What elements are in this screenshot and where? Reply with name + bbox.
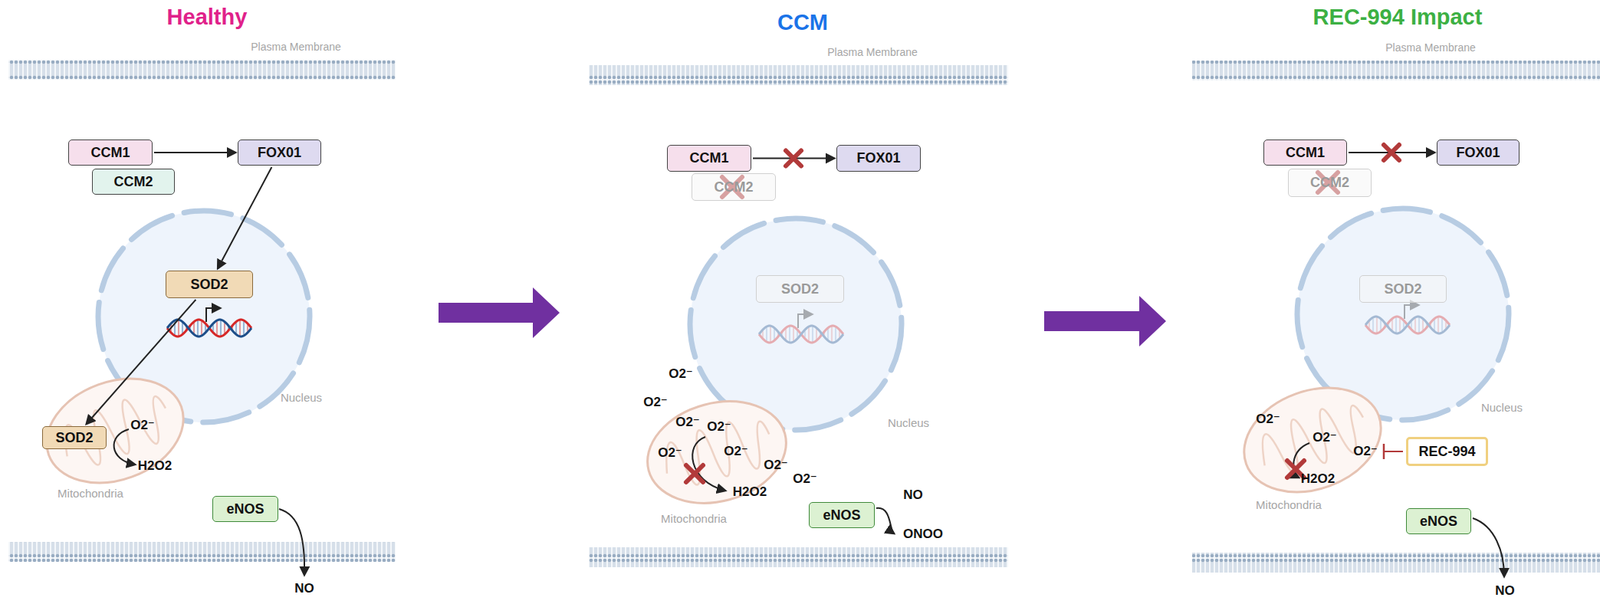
node-label: SOD2 (781, 281, 819, 298)
transition-arrow (438, 287, 560, 339)
node-label: SOD2 (190, 276, 228, 293)
arrow-connector (217, 167, 272, 269)
foxo1-box: FOX01 (1436, 139, 1520, 166)
block-cross (1383, 144, 1400, 161)
reaction-arrow (876, 508, 894, 534)
dna-helix (758, 314, 844, 343)
foxo1-box: FOX01 (237, 139, 322, 166)
molecule-label: O2⁻ (657, 444, 683, 461)
molecule-label: O2⁻ (130, 417, 155, 434)
organelle-label: Mitochondria (660, 512, 727, 526)
molecule-label: NO (294, 581, 315, 597)
molecule-label: O2⁻ (643, 394, 668, 411)
molecule-label: O2⁻ (1312, 429, 1338, 446)
enos-box: eNOS (1406, 508, 1472, 535)
organelle-label: Mitochondria (1255, 498, 1322, 512)
molecule-label: ONOO (903, 526, 943, 543)
molecule-label: O2⁻ (668, 365, 694, 382)
molecule-label: O2⁻ (1255, 410, 1281, 428)
plasma-membrane (8, 59, 396, 80)
transition-arrow (1044, 295, 1167, 347)
molecule-label: O2⁻ (675, 413, 700, 431)
mitochondrion (1229, 369, 1397, 510)
reaction-arrow (692, 436, 726, 491)
membrane-label: Plasma Membrane (1385, 41, 1476, 54)
ccm2-box: CCM2 (91, 168, 175, 195)
molecule-label: NO (903, 487, 924, 503)
membrane-label: Plasma Membrane (250, 40, 342, 53)
sod2-box: SOD2 (165, 270, 253, 299)
node-label: eNOS (226, 501, 264, 518)
organelle-label: Nucleus (280, 390, 322, 405)
molecule-label: NO (1494, 583, 1515, 599)
molecule-label: O2⁻ (723, 443, 749, 460)
reaction-arrow (114, 429, 135, 465)
mitochondrion (636, 386, 799, 518)
arrow-connector (86, 299, 197, 424)
node-label: SOD2 (1383, 281, 1422, 298)
reaction-arrow (279, 509, 305, 575)
ccm1-box: CCM1 (666, 144, 752, 172)
nucleus-outline (689, 218, 902, 431)
molecule-label: H2O2 (1301, 471, 1335, 487)
molecule-label: O2⁻ (1353, 443, 1378, 460)
panel-title: CCM (777, 9, 828, 36)
foxo1-box: FOX01 (836, 144, 921, 172)
dna-helix (1365, 305, 1450, 334)
plasma-membrane (1192, 552, 1600, 573)
inhibition-bar (1383, 443, 1386, 460)
block-cross (686, 465, 704, 483)
node-label: CCM2 (113, 174, 153, 191)
node-label: REC-994 (1418, 443, 1476, 460)
organelle-label: Mitochondria (57, 486, 124, 500)
node-label: CCM2 (713, 179, 753, 196)
node-label: FOX01 (1455, 144, 1500, 161)
dna-helix (167, 308, 252, 337)
node-label: SOD2 (55, 430, 93, 447)
sod2-box: SOD2 (755, 275, 845, 303)
plasma-membrane (588, 547, 1009, 568)
node-label: eNOS (1419, 513, 1458, 530)
molecule-label: O2⁻ (763, 456, 789, 474)
plasma-membrane (588, 65, 1009, 86)
enos-box: eNOS (808, 502, 875, 529)
molecule-label: H2O2 (732, 484, 767, 500)
enos-box: eNOS (212, 496, 279, 523)
membrane-label: Plasma Membrane (827, 45, 918, 59)
ccm2-box: CCM2 (691, 173, 776, 201)
inhibition-line (1383, 450, 1403, 453)
node-label: CCM1 (689, 150, 729, 167)
arrow-connector (154, 151, 236, 154)
organelle-label: Nucleus (1481, 400, 1523, 414)
node-label: CCM2 (1310, 174, 1350, 191)
node-label: FOX01 (257, 144, 302, 161)
panel-title: REC-994 Impact (1313, 4, 1483, 30)
plasma-membrane (1192, 60, 1600, 81)
organelle-label: Nucleus (887, 416, 930, 430)
panel-title: Healthy (167, 4, 248, 30)
ccm2-box: CCM2 (1287, 168, 1372, 198)
plasma-membrane (8, 542, 396, 562)
molecule-label: O2⁻ (792, 470, 818, 487)
drug-box: REC-994 (1406, 436, 1489, 467)
molecule-label: H2O2 (137, 458, 172, 474)
mitochondrion (32, 360, 199, 501)
node-label: CCM1 (90, 144, 130, 161)
sod2-box: SOD2 (42, 426, 107, 450)
ccm1-box: CCM1 (68, 139, 153, 166)
molecule-label: O2⁻ (706, 418, 732, 435)
sod2-box: SOD2 (1359, 275, 1447, 303)
ccm1-box: CCM1 (1263, 139, 1348, 166)
block-cross (785, 151, 802, 167)
reaction-arrow (1472, 518, 1505, 577)
node-label: CCM1 (1285, 144, 1325, 161)
node-label: FOX01 (856, 150, 901, 167)
node-label: eNOS (822, 507, 861, 524)
